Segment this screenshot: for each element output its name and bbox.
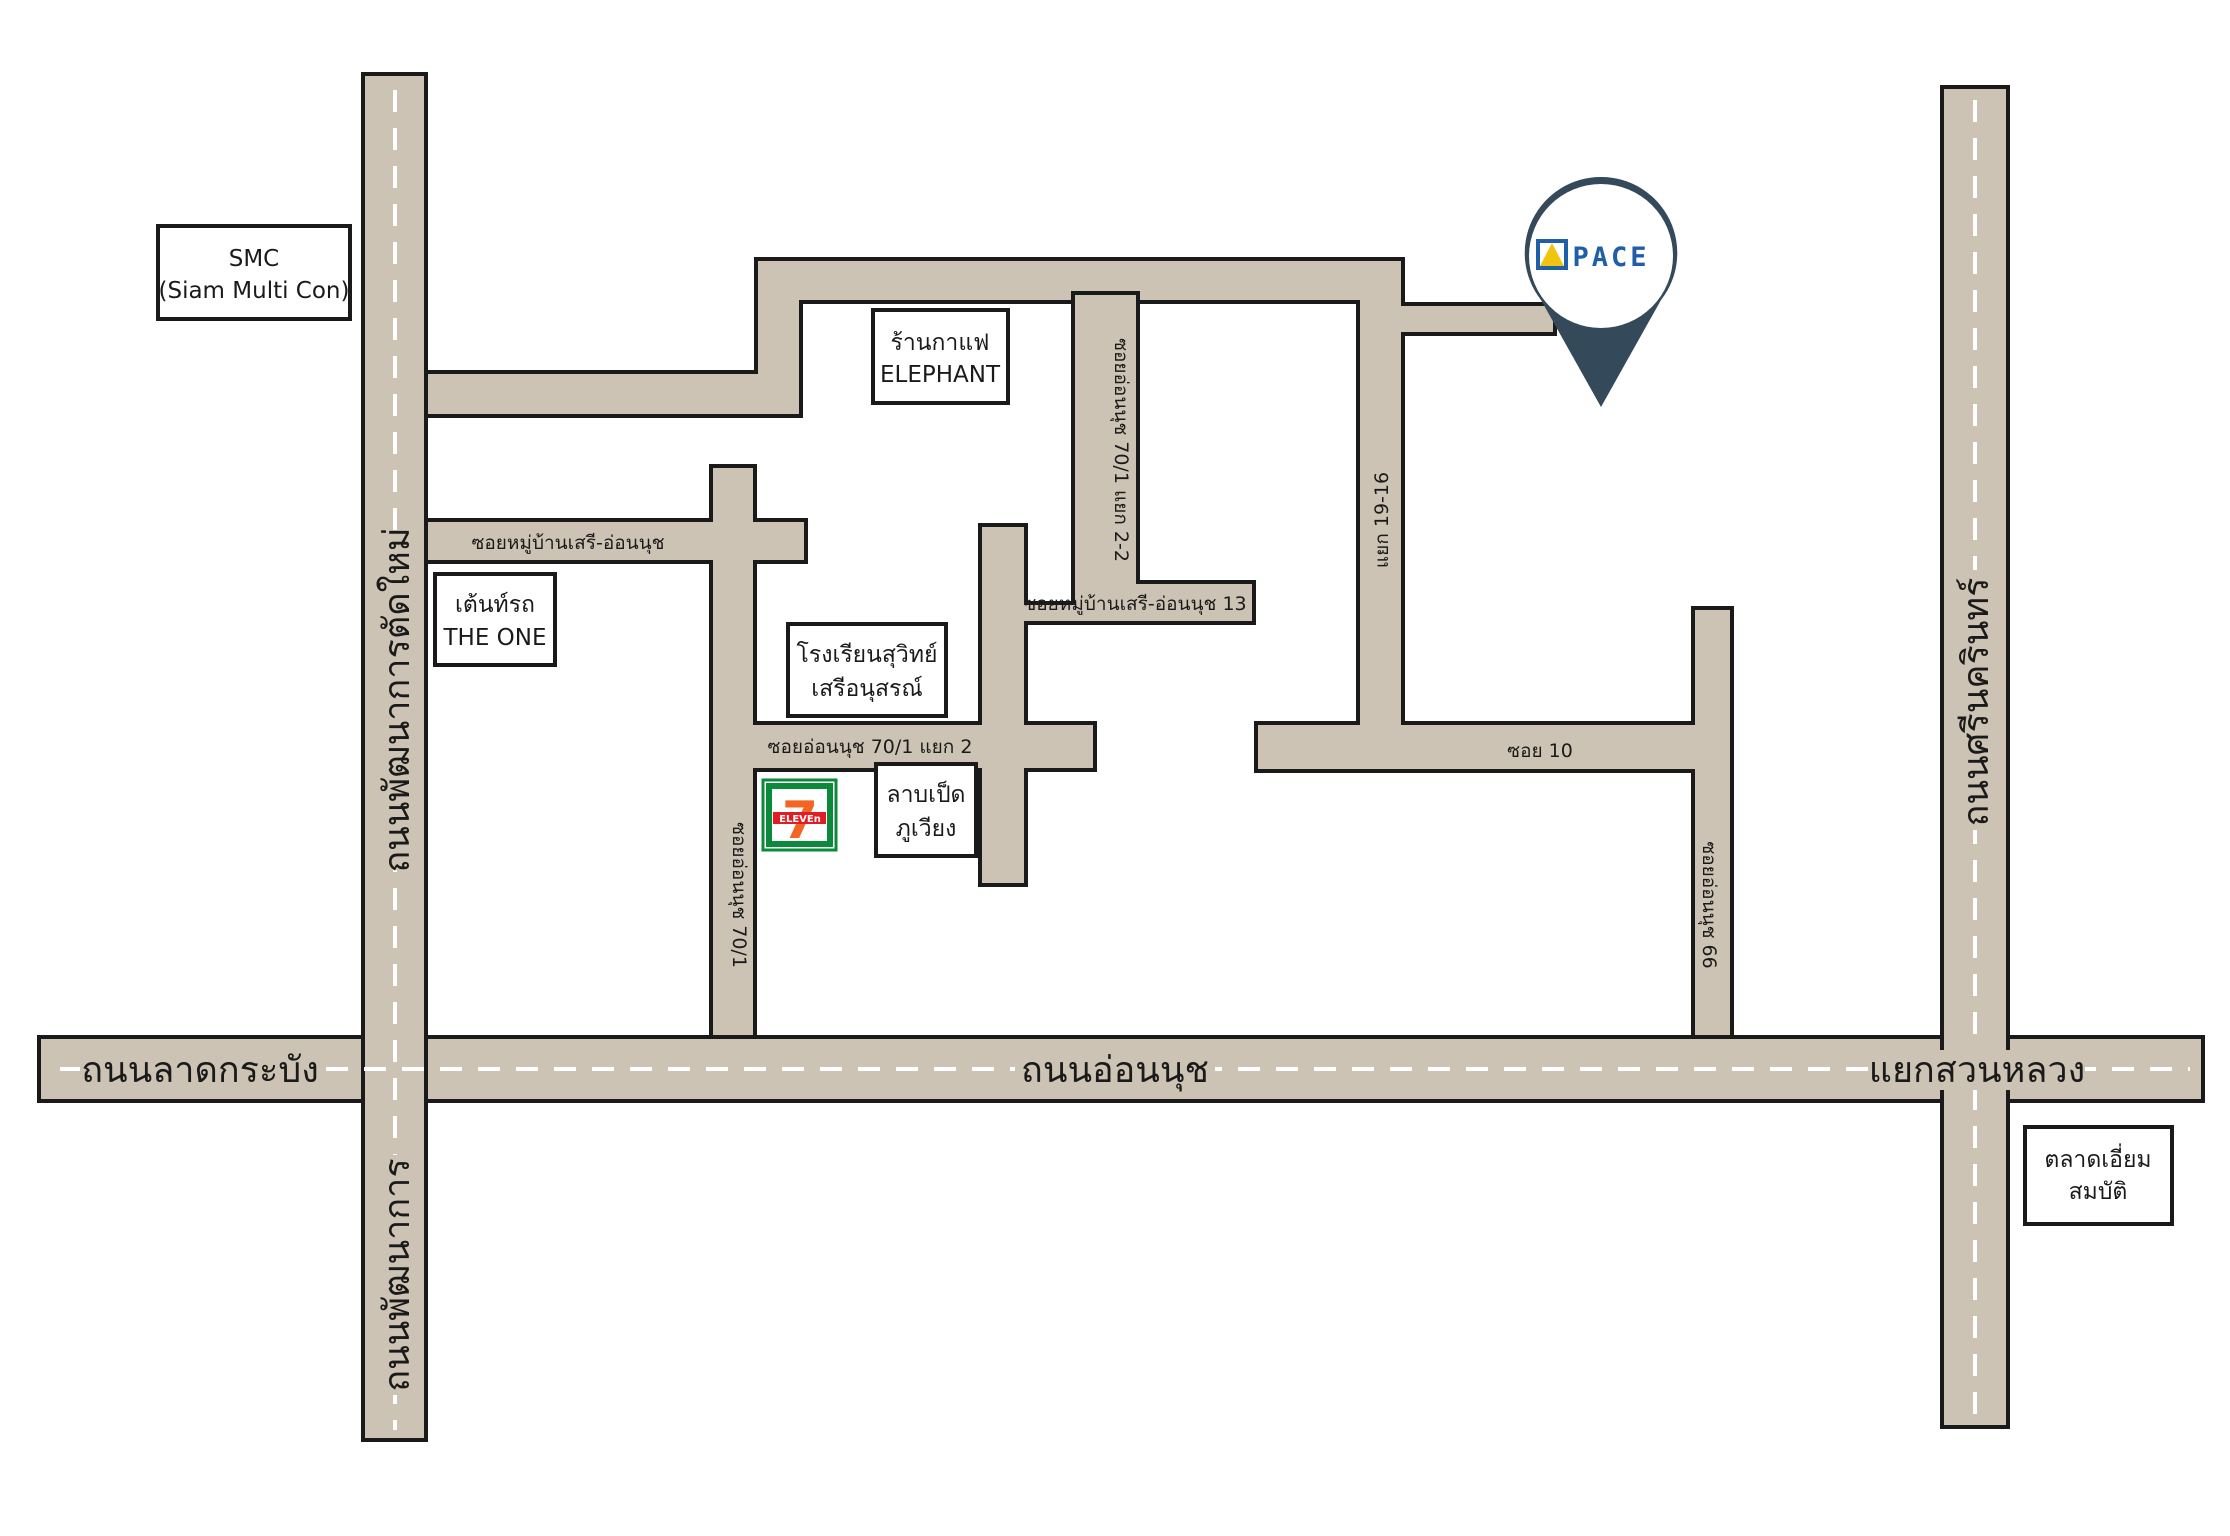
seven-eleven-word: ELEVEn [779,814,821,825]
landmark-market-line2: สมบัติ [2069,1179,2128,1205]
road-label-soi-on-nut-70-1: ซอยอ่อนนุช 70/1 [727,822,750,968]
road-upper-loop [424,257,1734,1039]
pace-logo-triangle-icon [1540,243,1564,266]
landmark-market: ตลาดเอี่ยม สมบัติ [2023,1125,2174,1226]
landmark-school: โรงเรียนสุวิทย์ เสรีอนุสรณ์ [786,622,948,718]
label-bg-lat-krabang [80,1050,320,1090]
seven-eleven-logo: 7 ELEVEn [761,778,838,852]
landmark-cafe: ร้านกาแฟ ELEPHANT [871,308,1010,405]
road-label-phatthanakan-tat-mai: ถนนพัฒนาการตัดใหม่ [376,527,418,872]
map-pin-icon: PACE [1524,176,1678,407]
landmark-school-line1: โรงเรียนสุวิทย์ [797,641,938,668]
road-label-soi-70-1-yaek-2: ซอยอ่อนนุช 70/1 แยก 2 [768,736,973,759]
landmark-larb-line2: ภูเวียง [896,816,957,842]
road-label-phatthanakan: ถนนพัฒนาการ [377,1158,418,1391]
road-label-soi-10: ซอย 10 [1507,740,1573,762]
road-soi-70-1 [424,291,1256,1039]
label-bg-srinakarin [1955,570,1995,830]
label-bg-on-nut [1015,1050,1215,1090]
road-label-lat-krabang: ถนนลาดกระบัง [81,1050,319,1091]
road-label-soi-70-1-yaek-2-2: ซอยอ่อนนุช 70/1 แยก 2-2 [1109,338,1132,562]
landmark-tent-rot-line2: THE ONE [442,625,546,651]
label-bg-suan-luang [1870,1050,2085,1090]
road-network [37,72,2205,1442]
pace-logo: PACE [1536,239,1649,273]
road-label-soi-moo-ban-serm: ซอยหมู่บ้านเสรี-อ่อนนุช [471,532,664,555]
landmark-smc-line1: SMC [229,246,280,272]
road-label-soi-moo-ban-serm-13: ซอยหมู่บ้านเสรี-อ่อนนุช 13 [1023,593,1246,616]
landmark-larb-line1: ลาบเป็ด [886,779,965,808]
road-label-on-nut: ถนนอ่อนนุช [1021,1050,1209,1092]
road-label-suan-luang: แยกสวนหลวง [1869,1050,2085,1091]
landmark-school-line2: เสรีอนุสรณ์ [811,675,923,702]
road-label-yaek-19-16: แยก 19-16 [1371,472,1393,568]
label-bg-tat-mai [375,530,415,870]
road-label-soi-on-nut-66: ซอยอ่อนนุช 66 [1697,841,1720,968]
landmark-tent-rot-line1: เต้นท์รถ [455,591,535,618]
road-label-srinakarin: ถนนศรีนครินทร์ [1956,578,1997,827]
pace-logo-text: PACE [1572,242,1649,273]
landmark-cafe-line2: ELEPHANT [880,362,1001,388]
landmark-cafe-line1: ร้านกาแฟ [891,330,990,356]
landmark-smc: SMC (Siam Multi Con) [156,224,352,321]
landmark-market-line1: ตลาดเอี่ยม [2044,1143,2151,1173]
landmark-larb: ลาบเป็ด ภูเวียง [874,762,978,858]
landmark-smc-line2: (Siam Multi Con) [159,278,350,304]
landmark-tent-rot: เต้นท์รถ THE ONE [433,572,557,667]
label-bg-phatthanakan [375,1155,415,1395]
